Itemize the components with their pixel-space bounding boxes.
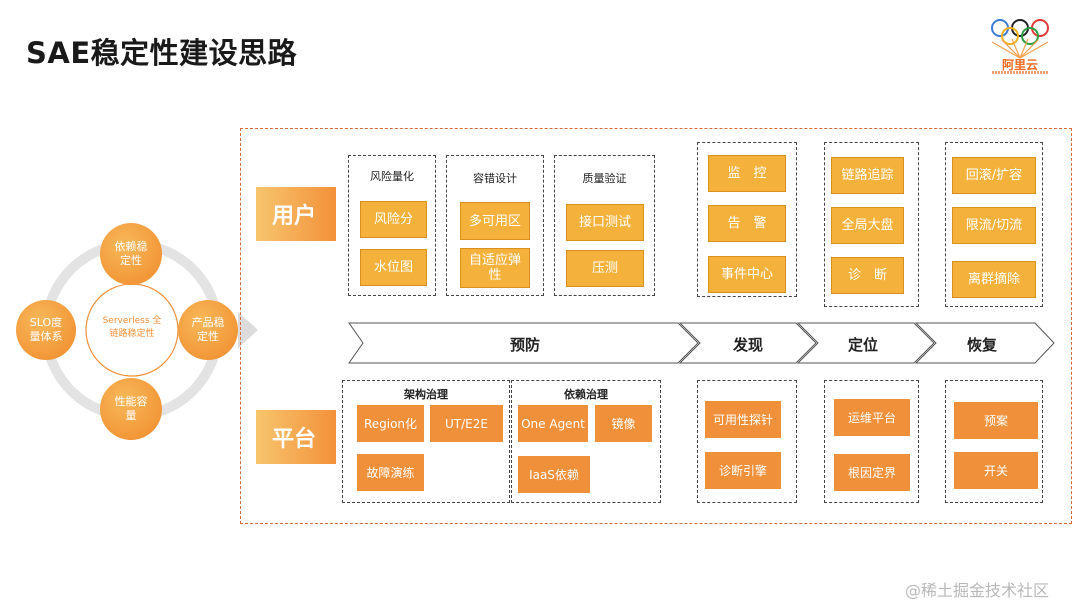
group-title-arch: 架构治理 — [404, 388, 448, 401]
group-dependency-governance — [511, 380, 661, 503]
phase-recover: 恢复 — [966, 336, 997, 354]
box-stress-test: 压测 — [566, 250, 644, 287]
box-multi-az: 多可用区 — [460, 202, 530, 240]
box-region: Region化 — [357, 405, 424, 442]
box-diagnosis-engine: 诊断引擎 — [705, 452, 781, 489]
box-image: 镜像 — [595, 405, 652, 442]
node-slo-metrics: SLO度量体系 — [16, 300, 76, 360]
phase-prevent: 预防 — [509, 336, 540, 354]
box-ops-platform: 运维平台 — [834, 399, 910, 436]
logo-rays-icon — [991, 38, 1049, 59]
node-performance-capacity: 性能容量 — [100, 378, 162, 440]
box-diagnose: 诊 断 — [831, 257, 904, 294]
row-label-platform: 平台 — [256, 410, 336, 464]
group-title-quality: 质量验证 — [582, 172, 627, 185]
box-interface-test: 接口测试 — [566, 204, 644, 241]
group-locate-platform — [824, 380, 919, 503]
box-throttle-switch: 限流/切流 — [952, 207, 1036, 244]
group-locate-user — [824, 142, 919, 307]
box-outlier-removal: 离群摘除 — [952, 261, 1036, 298]
phase-locate: 定位 — [847, 336, 878, 354]
box-global-dashboard: 全局大盘 — [831, 207, 904, 244]
watermark: @稀土掘金技术社区 — [905, 581, 1050, 600]
box-risk-score: 风险分 — [360, 201, 427, 238]
outer-frame — [240, 128, 1072, 524]
box-rollback-scale: 回滚/扩容 — [952, 157, 1036, 194]
node-dependency-stability: 依赖稳定性 — [100, 223, 162, 285]
page-title: SAE稳定性建设思路 — [26, 36, 298, 70]
group-quality-verification — [554, 155, 655, 296]
olympic-rings-icon — [991, 19, 1049, 45]
group-recover-user — [945, 142, 1043, 307]
group-discover-platform — [697, 380, 797, 503]
box-trace: 链路追踪 — [831, 157, 904, 194]
row-label-user: 用户 — [256, 187, 336, 241]
box-watermark-map: 水位图 — [360, 249, 427, 286]
box-contingency-plan: 预案 — [954, 402, 1038, 439]
box-adaptive-elastic: 自适应弹 性 — [460, 248, 530, 288]
group-arch-governance — [342, 380, 510, 503]
logo-subtitle-decoration — [992, 71, 1048, 74]
box-root-cause: 根因定界 — [834, 454, 910, 491]
box-switch: 开关 — [954, 452, 1038, 489]
box-availability-probe: 可用性探针 — [705, 401, 781, 438]
group-fault-tolerance — [446, 155, 544, 296]
group-title-fault: 容错设计 — [473, 172, 517, 185]
box-monitor: 监 控 — [708, 155, 786, 192]
cycle-center-label: Serverless 全 链路稳定性 — [102, 316, 162, 339]
group-risk-quantification — [348, 155, 436, 296]
group-title-dep: 依赖治理 — [564, 388, 608, 401]
box-ut-e2e: UT/E2E — [430, 405, 503, 442]
group-discover-user — [697, 142, 797, 297]
group-recover-platform — [945, 380, 1043, 503]
node-product-stability: 产品稳定性 — [178, 300, 238, 360]
logo-text: 阿里云 — [1001, 58, 1038, 72]
group-title-risk: 风险量化 — [370, 170, 414, 183]
box-iaas-dependency: IaaS依赖 — [518, 456, 590, 493]
phase-banner — [348, 322, 1055, 364]
phase-discover: 发现 — [732, 336, 763, 354]
box-one-agent: One Agent — [518, 405, 588, 442]
box-alarm: 告 警 — [708, 205, 786, 242]
box-event-center: 事件中心 — [708, 256, 786, 293]
box-chaos-drill: 故障演练 — [357, 454, 424, 491]
